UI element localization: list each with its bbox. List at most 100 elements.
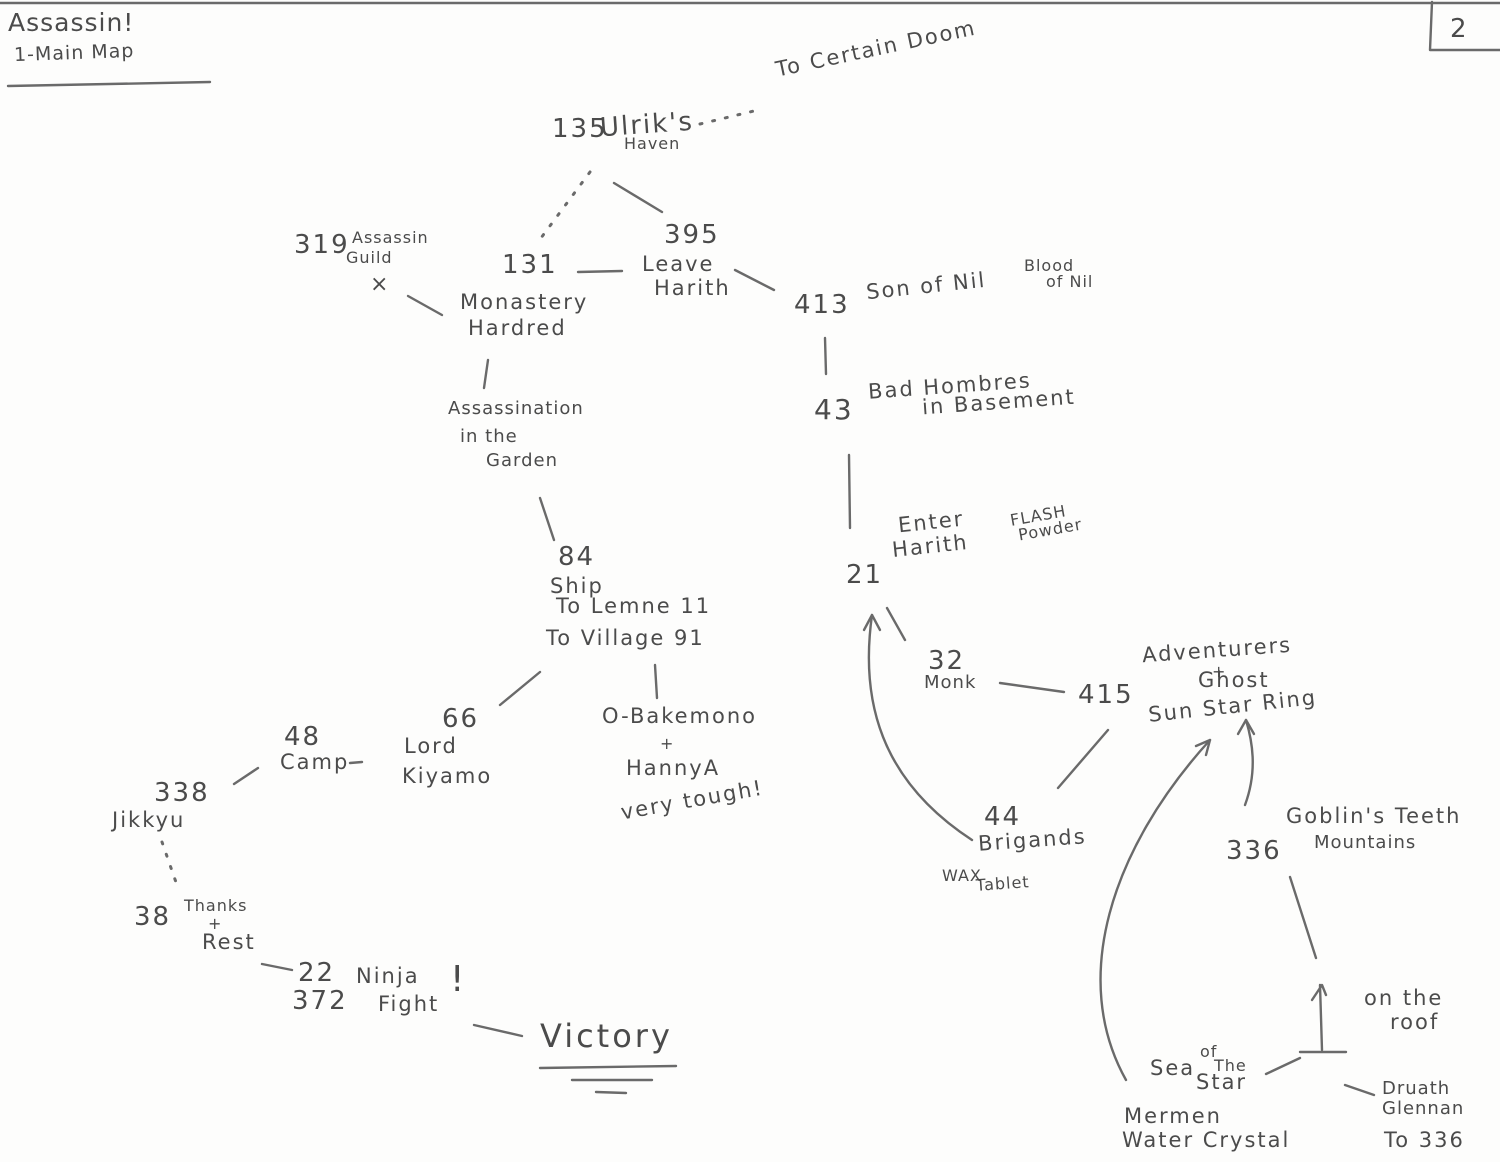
node-44-wax: WAX bbox=[942, 866, 982, 885]
node-338-title: Jikkyu bbox=[112, 808, 186, 832]
node-413-number: 413 bbox=[794, 290, 850, 320]
arrow-sea-415 bbox=[1099, 738, 1212, 1082]
arrow-44-21 bbox=[867, 613, 974, 842]
node-44-number: 44 bbox=[984, 802, 1022, 832]
link-32-415 bbox=[998, 681, 1066, 694]
sea-line4: Star bbox=[1196, 1070, 1248, 1094]
link-395-413 bbox=[733, 268, 776, 292]
blood-of-nil-line2: of Nil bbox=[1046, 272, 1094, 291]
map-title: Assassin! bbox=[8, 8, 135, 37]
sea-line1: Sea bbox=[1150, 1056, 1196, 1080]
victory-label: Victory bbox=[540, 1017, 673, 1055]
druath-line1: Druath bbox=[1382, 1078, 1451, 1099]
page-number: 2 bbox=[1450, 14, 1467, 44]
arrowhead-415-left bbox=[1194, 738, 1212, 757]
link-1-sea bbox=[1264, 1056, 1302, 1076]
link-131-garden bbox=[482, 358, 490, 390]
arrow-336-415 bbox=[1243, 718, 1254, 807]
garden-line2: in the bbox=[460, 426, 518, 447]
link-66-48 bbox=[348, 760, 364, 765]
link-84-obake bbox=[653, 663, 659, 700]
node-415-number: 415 bbox=[1078, 680, 1134, 710]
node-22-exclaim: ! bbox=[450, 959, 465, 1000]
link-338-38 bbox=[160, 840, 180, 890]
node-395-number: 395 bbox=[664, 220, 720, 250]
sea-line3: The bbox=[1214, 1056, 1247, 1075]
node-336-number: 336 bbox=[1226, 836, 1282, 866]
title-underline bbox=[6, 80, 212, 88]
link-84-66 bbox=[498, 670, 542, 707]
node-66-title: Lord bbox=[404, 734, 458, 758]
link-21-32 bbox=[885, 606, 907, 642]
link-319-131 bbox=[406, 294, 444, 317]
node-66-subtitle: Kiyamo bbox=[402, 764, 493, 788]
roof-line2: roof bbox=[1390, 1010, 1440, 1034]
link-413-43 bbox=[823, 336, 828, 376]
node-32-number: 32 bbox=[928, 646, 966, 676]
node-44-tablet: Tablet bbox=[975, 872, 1031, 895]
node-21-number: 21 bbox=[846, 560, 884, 590]
link-43-21 bbox=[847, 453, 852, 530]
blood-of-nil-line1: Blood bbox=[1024, 256, 1075, 275]
node-319-cross-mark: × bbox=[370, 272, 389, 297]
node-84-number: 84 bbox=[558, 542, 596, 572]
roof-line1: on the bbox=[1364, 986, 1444, 1010]
node-135-subtitle: Haven bbox=[624, 134, 681, 153]
node-84-line1: Ship bbox=[550, 574, 604, 598]
node-38-subtitle: Rest bbox=[202, 930, 256, 954]
node-319-number: 319 bbox=[294, 230, 350, 260]
node-372-number: 372 bbox=[292, 986, 348, 1016]
sea-line2: of bbox=[1200, 1042, 1218, 1061]
druath-line3: To 336 bbox=[1384, 1128, 1465, 1152]
roof-marker-stem bbox=[1318, 983, 1324, 1052]
arrowhead-415-right bbox=[1236, 718, 1256, 736]
node-415-line3: Ghost bbox=[1198, 668, 1270, 692]
node-38-title: Thanks bbox=[184, 896, 248, 915]
node-319-subtitle: Guild bbox=[346, 248, 393, 267]
link-38-22 bbox=[260, 962, 294, 972]
node-38-number: 38 bbox=[134, 902, 172, 932]
page-number-box bbox=[1428, 0, 1500, 52]
mermen-line2: Water Crystal bbox=[1122, 1128, 1291, 1152]
arrowhead-21 bbox=[862, 613, 882, 632]
link-336-1 bbox=[1288, 875, 1318, 960]
link-48-338 bbox=[232, 766, 260, 786]
link-135-395 bbox=[612, 181, 664, 214]
victory-underline-1 bbox=[538, 1064, 678, 1070]
node-131-number: 131 bbox=[502, 250, 558, 280]
node-395-title: Leave bbox=[642, 252, 715, 276]
link-22-victory bbox=[472, 1023, 524, 1038]
node-319-title: Assassin bbox=[352, 228, 429, 247]
node-22-subtitle: Fight bbox=[378, 992, 440, 1016]
node-66-number: 66 bbox=[442, 704, 480, 734]
node-43-number: 43 bbox=[814, 393, 854, 426]
obake-line3: HannyA bbox=[626, 756, 721, 780]
garden-line3: Garden bbox=[486, 450, 558, 471]
obake-line2: + bbox=[660, 734, 675, 753]
victory-underline-3 bbox=[594, 1090, 628, 1095]
node-84-line3: To Village 91 bbox=[546, 626, 705, 650]
node-48-title: Camp bbox=[280, 750, 350, 774]
link-135-131 bbox=[536, 170, 592, 244]
node-48-number: 48 bbox=[284, 722, 322, 752]
link-415-44 bbox=[1056, 728, 1110, 790]
node-336-title: Goblin's Teeth bbox=[1286, 804, 1462, 828]
node-395-subtitle: Harith bbox=[654, 276, 731, 300]
link-131-395 bbox=[576, 269, 624, 274]
mermen-line1: Mermen bbox=[1124, 1104, 1222, 1128]
node-22-title: Ninja bbox=[356, 964, 420, 988]
roof-marker-top bbox=[1310, 983, 1328, 1002]
druath-line2: Glennan bbox=[1382, 1098, 1465, 1119]
node-135-number: 135 bbox=[552, 114, 608, 144]
node-32-title: Monk bbox=[924, 672, 977, 693]
node-22-number: 22 bbox=[298, 958, 336, 988]
node-131-subtitle: Hardred bbox=[468, 316, 567, 340]
link-1-druath bbox=[1343, 1083, 1376, 1097]
node-415-line2: + bbox=[1212, 662, 1227, 681]
node-131-title: Monastery bbox=[460, 290, 589, 314]
node-338-number: 338 bbox=[154, 778, 210, 808]
node-336-subtitle: Mountains bbox=[1314, 832, 1417, 853]
node-38-plus: + bbox=[208, 914, 223, 933]
obake-line1: O-Bakemono bbox=[602, 704, 758, 728]
